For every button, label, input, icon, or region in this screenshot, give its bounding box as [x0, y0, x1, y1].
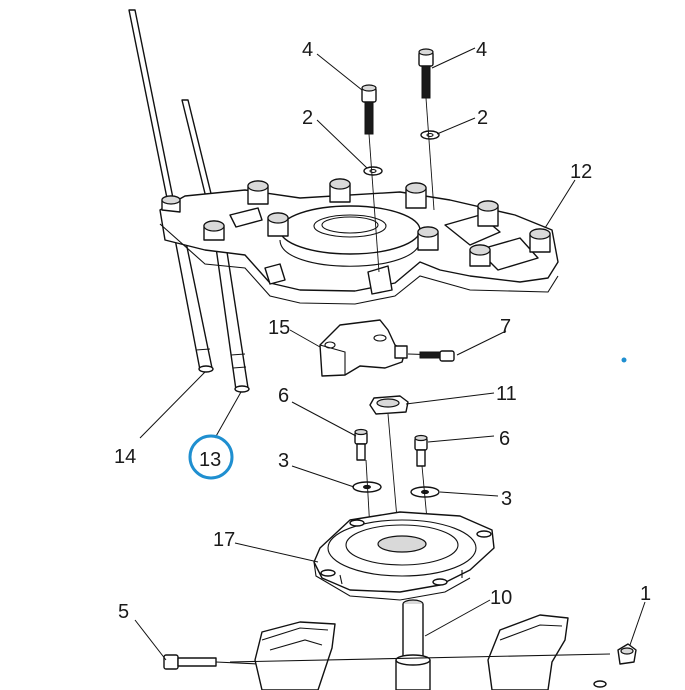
- bracket-12: [159, 178, 559, 305]
- boss: [405, 182, 427, 209]
- shaft-10: [395, 599, 431, 690]
- callout-17: 17: [213, 529, 235, 551]
- lower-cover-right: [487, 614, 569, 690]
- rod-13: [128, 9, 214, 373]
- boss: [529, 228, 551, 253]
- washer-2-right: [420, 130, 440, 140]
- callout-12: 12: [570, 161, 592, 183]
- boss: [247, 180, 269, 205]
- callout-14: 13: [199, 449, 221, 471]
- boss: [203, 220, 225, 241]
- marker-dot: [621, 357, 627, 363]
- callout-2-right: 2: [477, 107, 488, 129]
- small-nut: [593, 680, 607, 688]
- boss: [329, 178, 351, 203]
- callout-6-left: 6: [278, 385, 289, 407]
- boss: [161, 195, 181, 213]
- highlight-circle: [188, 434, 234, 480]
- housing-17: [313, 511, 495, 601]
- callout-5: 5: [118, 601, 129, 623]
- boss: [417, 226, 439, 251]
- screw-7: [407, 350, 455, 362]
- callout-2-left: 2: [302, 107, 313, 129]
- screw-6-left: [354, 428, 368, 461]
- callout-6-right: 6: [499, 428, 510, 450]
- bolt-5: [163, 654, 259, 670]
- callout-1: 1: [640, 583, 651, 605]
- screw-6-right: [414, 434, 428, 467]
- callout-13: 14: [114, 446, 136, 468]
- boss: [469, 244, 491, 267]
- callout-15: 15: [268, 317, 290, 339]
- bolt-4-left: [361, 84, 377, 135]
- bracket-15: [319, 319, 408, 377]
- callout-3-left: 3: [278, 450, 289, 472]
- callout-4-right: 4: [476, 39, 487, 61]
- callout-3-right: 3: [501, 488, 512, 510]
- boss: [267, 212, 289, 237]
- callout-10: 10: [490, 587, 512, 609]
- boss: [477, 200, 499, 227]
- callout-7: 7: [500, 316, 511, 338]
- nut-11: [369, 395, 409, 415]
- leader-lines: [134, 47, 646, 661]
- bolt-4-right: [418, 48, 434, 99]
- nut-1: [617, 643, 637, 665]
- washer-2-left: [363, 166, 383, 176]
- callout-4-left: 4: [302, 39, 313, 61]
- lower-cover-left: [254, 621, 336, 690]
- callout-11: 11: [496, 383, 517, 405]
